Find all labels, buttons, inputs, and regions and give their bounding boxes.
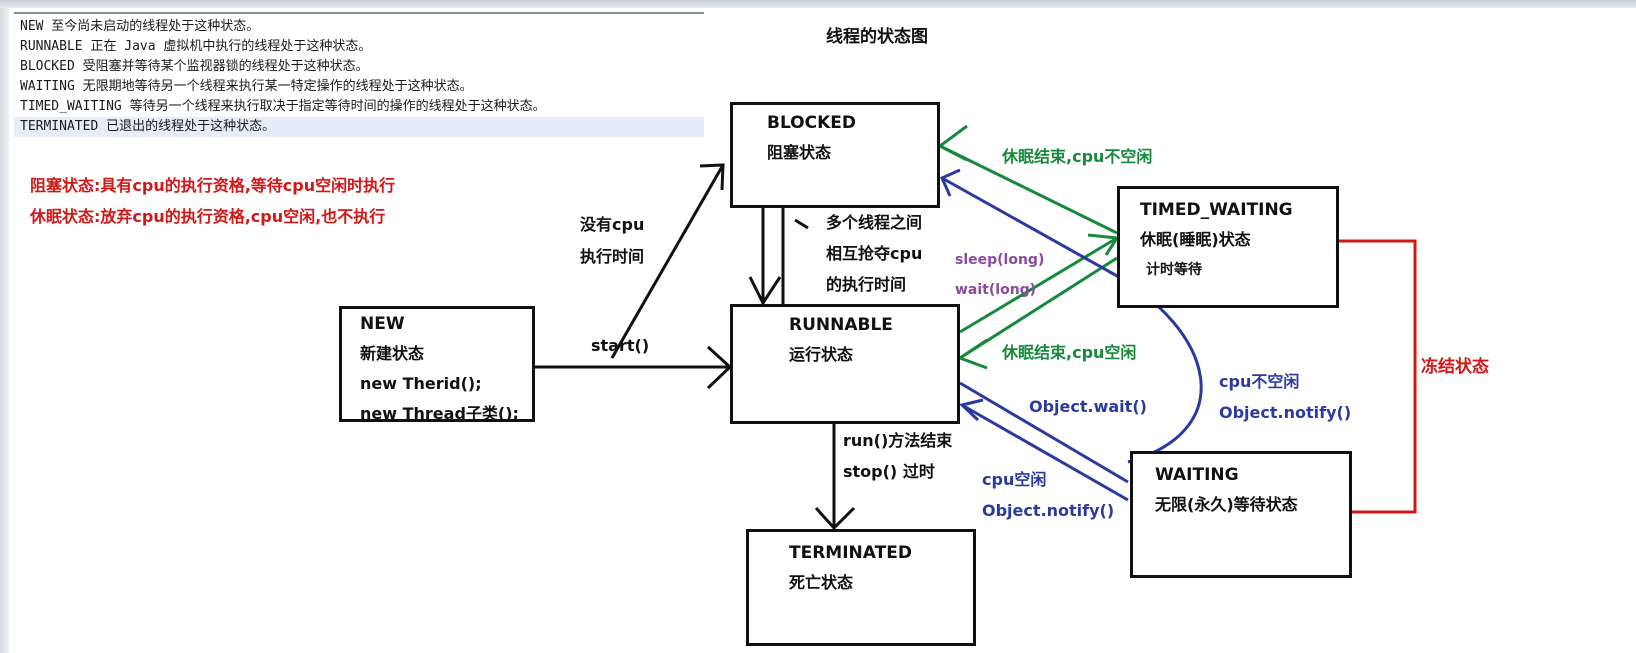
label-frozen: 冻结状态 [1421, 357, 1489, 377]
label-start: start() [591, 336, 650, 355]
arrow-to-blocked [610, 163, 725, 359]
label-stop: stop() 过时 [843, 462, 935, 481]
label-compete-3: 的执行时间 [826, 275, 907, 294]
window-left-edge [0, 8, 9, 653]
label-object-notify-2: Object.notify() [982, 501, 1115, 520]
note-blocked: 阻塞状态:具有cpu的执行资格,等待cpu空闲时执行 [30, 176, 396, 195]
notes: 阻塞状态:具有cpu的执行资格,等待cpu空闲时执行 休眠状态:放弃cpu的执行… [30, 170, 395, 232]
state-runnable: RUNNABLE 运行状态 [730, 304, 960, 424]
javadoc-line-timed-waiting: TIMED_WAITING 等待另一个线程来执行取决于指定等待时间的操作的线程处… [20, 99, 546, 114]
note-sleep: 休眠状态:放弃cpu的执行资格,cpu空闲,也不执行 [30, 207, 386, 226]
label-object-notify-1: Object.notify() [1219, 403, 1352, 422]
arrow-blocked-runnable [748, 206, 809, 307]
arrow-timed-to-blocked [937, 124, 1118, 235]
state-new-code2: new Thread子类(); [360, 404, 519, 423]
label-no-cpu-2: 执行时间 [580, 247, 645, 266]
state-timed-waiting-desc: 休眠(睡眠)状态 [1140, 230, 1251, 249]
label-no-cpu-1: 没有cpu [580, 215, 645, 234]
state-blocked: BLOCKED 阻塞状态 [730, 102, 940, 208]
state-runnable-desc: 运行状态 [789, 345, 854, 364]
state-new-code1: new Therid(); [360, 374, 482, 393]
label-cpu-busy: cpu不空闲 [1219, 372, 1300, 391]
state-waiting-name: WAITING [1155, 465, 1239, 485]
state-timed-waiting-name: TIMED_WAITING [1140, 200, 1293, 220]
state-runnable-name: RUNNABLE [789, 315, 893, 335]
arrow-runnable-to-terminated [814, 422, 856, 531]
state-timed-waiting: TIMED_WAITING 休眠(睡眠)状态 计时等待 [1117, 186, 1339, 308]
label-sleep-end-busy: 休眠结束,cpu不空闲 [1002, 147, 1153, 166]
state-new-desc: 新建状态 [360, 344, 425, 363]
diagram-title: 线程的状态图 [826, 27, 928, 47]
state-terminated: TERMINATED 死亡状态 [746, 529, 976, 646]
state-terminated-desc: 死亡状态 [789, 573, 854, 592]
state-waiting-desc: 无限(永久)等待状态 [1155, 495, 1298, 514]
state-blocked-name: BLOCKED [767, 113, 857, 133]
javadoc-line-waiting: WAITING 无限期地等待另一个线程来执行某一特定操作的线程处于这种状态。 [20, 79, 473, 94]
label-run-end: run()方法结束 [843, 431, 953, 450]
arrow-waiting-to-runnable [958, 398, 1129, 502]
state-waiting: WAITING 无限(永久)等待状态 [1130, 451, 1352, 578]
label-compete-2: 相互抢夺cpu [826, 244, 923, 263]
javadoc-line-terminated: TERMINATED 已退出的线程处于这种状态。 [14, 117, 704, 137]
label-sleep-long: sleep(long) [955, 252, 1045, 268]
label-compete-1: 多个线程之间 [826, 213, 923, 232]
state-blocked-desc: 阻塞状态 [767, 143, 832, 162]
javadoc-line-new: NEW 至今尚未启动的线程处于这种状态。 [20, 19, 260, 34]
javadoc-line-blocked: BLOCKED 受阻塞并等待某个监视器锁的线程处于这种状态。 [20, 59, 369, 74]
javadoc-line-runnable: RUNNABLE 正在 Java 虚拟机中执行的线程处于这种状态。 [20, 39, 372, 54]
javadoc-panel: NEW 至今尚未启动的线程处于这种状态。 RUNNABLE 正在 Java 虚拟… [14, 12, 704, 137]
label-sleep-end-free: 休眠结束,cpu空闲 [1002, 343, 1137, 362]
window-top-bar [0, 0, 1636, 8]
label-object-wait: Object.wait() [1029, 397, 1147, 416]
arrow-runnable-to-waiting [959, 381, 1129, 484]
label-cpu-free: cpu空闲 [982, 470, 1047, 489]
state-new: NEW 新建状态 new Therid(); new Thread子类(); [339, 306, 535, 423]
frozen-bracket [1339, 239, 1417, 514]
state-timed-waiting-desc2: 计时等待 [1146, 262, 1202, 278]
arrow-timed-to-runnable [956, 256, 1118, 370]
state-new-name: NEW [360, 314, 405, 334]
label-wait-long: wait(long) [955, 282, 1037, 298]
state-terminated-name: TERMINATED [789, 543, 912, 563]
